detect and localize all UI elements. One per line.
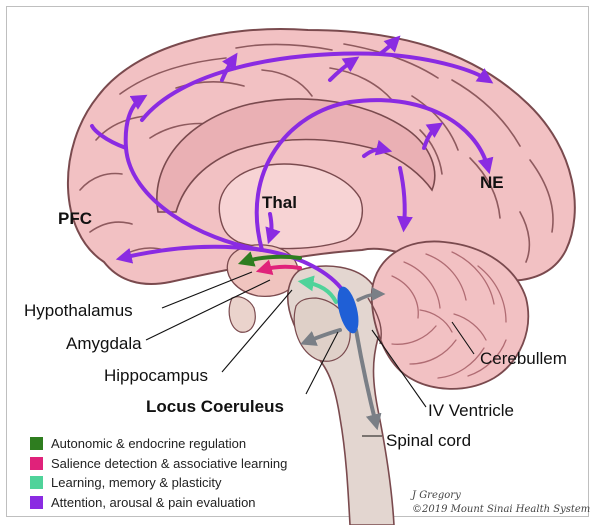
legend-item-learning: Learning, memory & plasticity [30, 473, 287, 493]
legend-item-salience: Salience detection & associative learnin… [30, 454, 287, 474]
label-cerebellum: Cerebullem [480, 350, 567, 367]
legend-label: Autonomic & endocrine regulation [51, 436, 246, 451]
label-hypothalamus: Hypothalamus [24, 302, 133, 319]
label-locus-coeruleus: Locus Coeruleus [146, 398, 284, 415]
label-amygdala: Amygdala [66, 335, 142, 352]
legend-label: Attention, arousal & pain evaluation [51, 495, 256, 510]
copyright-credit: ©2019 Mount Sinai Health System [412, 504, 590, 515]
legend-label: Learning, memory & plasticity [51, 475, 222, 490]
legend-swatch [30, 457, 43, 470]
label-iv-ventricle: IV Ventricle [428, 402, 514, 419]
legend-swatch [30, 437, 43, 450]
label-hippocampus: Hippocampus [104, 367, 208, 384]
legend-item-autonomic: Autonomic & endocrine regulation [30, 434, 287, 454]
pituitary [229, 297, 255, 332]
legend-item-attention: Attention, arousal & pain evaluation [30, 493, 287, 513]
legend-label: Salience detection & associative learnin… [51, 456, 287, 471]
legend: Autonomic & endocrine regulation Salienc… [30, 434, 287, 512]
label-pfc: PFC [58, 210, 92, 227]
artist-credit: J Gregory [412, 490, 461, 501]
legend-swatch [30, 496, 43, 509]
label-spinal-cord: Spinal cord [386, 432, 471, 449]
label-ne: NE [480, 174, 504, 191]
label-thal: Thal [262, 194, 297, 211]
legend-swatch [30, 476, 43, 489]
